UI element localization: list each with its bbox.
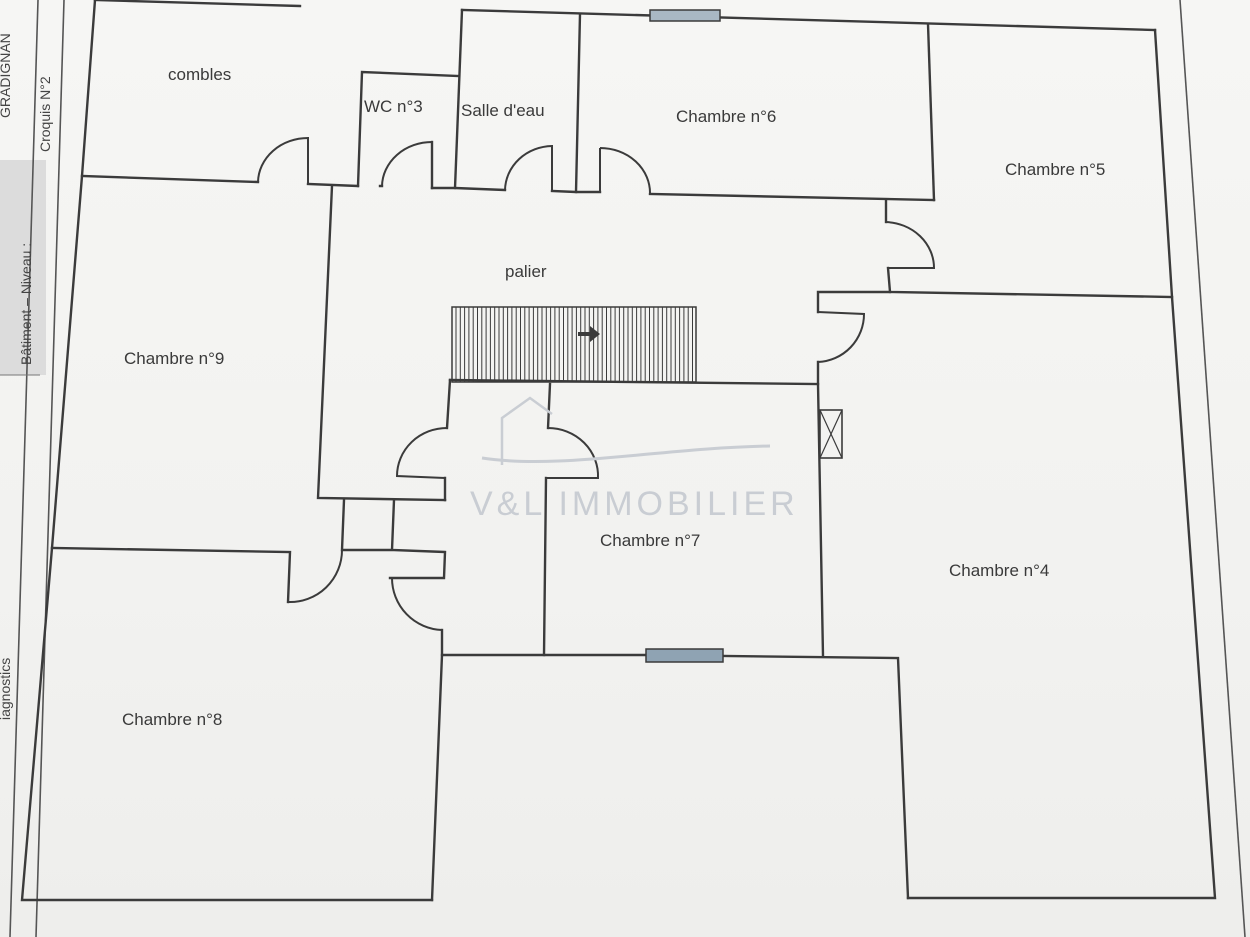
sheet-border-right	[1179, 0, 1246, 937]
wall-chambre6-right	[926, 22, 936, 202]
room-label-chambre7: Chambre n°7	[600, 531, 700, 550]
wall-chambre7-left	[542, 382, 552, 657]
sidebar-croquis-label: Croquis N°2	[37, 76, 53, 152]
door-chambre5	[885, 221, 936, 269]
wall-chambre9-right	[316, 184, 447, 502]
wall-hall-left	[443, 378, 452, 502]
sidebar-diagnostics-label: iagnostics	[0, 658, 13, 720]
door-chambre8	[391, 577, 443, 631]
door-chambre6	[599, 147, 652, 195]
windows	[645, 9, 724, 663]
wall-chambre4-top	[816, 290, 892, 314]
walls	[20, 0, 1217, 902]
door-chambre9-8	[287, 549, 343, 604]
watermark-text: V&L IMMOBILIER	[470, 485, 799, 523]
room-label-salle-deau: Salle d'eau	[461, 101, 545, 120]
wall-bottom-notch	[430, 653, 910, 902]
door-salle-deau	[504, 144, 553, 191]
wall-corridor-top	[80, 174, 936, 202]
room-label-wc: WC n°3	[364, 97, 423, 116]
sidebar-line-2	[35, 0, 65, 937]
doors	[257, 136, 936, 631]
room-label-chambre4: Chambre n°4	[949, 561, 1049, 580]
room-label-chambre6: Chambre n°6	[676, 107, 776, 126]
door-hall	[395, 427, 448, 479]
duct-cross-2	[819, 409, 843, 459]
wall-chambre5-bottom	[886, 266, 1174, 299]
sidebar-line-1	[9, 0, 39, 937]
watermark-swoosh	[481, 444, 771, 464]
door-wc	[381, 141, 433, 187]
window-bottom	[645, 648, 724, 663]
sidebar-gradignan-label: GRADIGNAN	[0, 33, 13, 118]
watermark-house-icon	[500, 396, 553, 465]
room-label-chambre5: Chambre n°5	[1005, 160, 1105, 179]
room-label-chambre9: Chambre n°9	[124, 349, 224, 368]
wall-chambre9-bottom	[50, 546, 292, 604]
sidebar-grey-band	[0, 160, 46, 375]
duct-box	[819, 409, 843, 459]
window-top	[649, 9, 721, 22]
wall-combles-wc	[453, 8, 464, 190]
stair-steps	[455, 307, 693, 382]
watermark: V&L IMMOBILIER	[470, 396, 799, 523]
stair-outline	[451, 306, 697, 383]
duct-rect	[819, 409, 843, 459]
wall-chambre4-left	[816, 360, 825, 658]
door-chambre7	[546, 426, 600, 479]
room-label-combles: combles	[168, 65, 231, 84]
room-label-palier: palier	[505, 262, 547, 281]
room-label-chambre8: Chambre n°8	[122, 710, 222, 729]
wall-closet-block	[340, 498, 447, 580]
door-combles	[257, 136, 309, 184]
outer-wall-top	[93, 0, 1157, 32]
sidebar-batiment-label: Bâtiment – Niveau :	[18, 243, 34, 365]
sheet-sidebar: Croquis N°2 Bâtiment – Niveau : GRADIGNA…	[0, 0, 65, 937]
wall-wc-box	[356, 70, 460, 188]
outer-wall-right	[906, 28, 1217, 900]
staircase	[451, 306, 697, 383]
outer-wall-left	[20, 0, 434, 902]
door-chambre4	[817, 311, 866, 363]
wall-salle-chambre6	[574, 12, 582, 194]
room-labels: combles WC n°3 Salle d'eau Chambre n°6 C…	[122, 65, 1105, 729]
stair-arrow-icon	[578, 326, 600, 342]
